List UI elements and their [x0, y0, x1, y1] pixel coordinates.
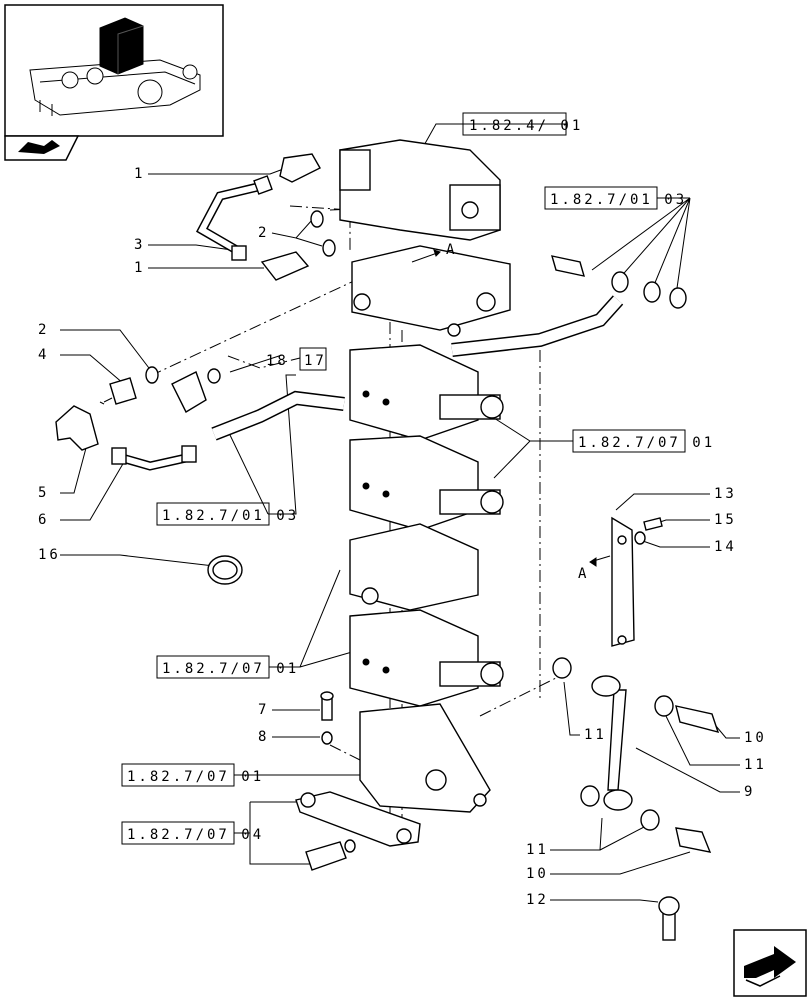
pipe-6[interactable]: [111, 445, 197, 471]
control-valve-section-1[interactable]: [349, 344, 504, 441]
control-valve-section-3[interactable]: [349, 609, 504, 707]
callout-10[interactable]: 10: [526, 866, 549, 882]
ref-label: 1.82.4/ 01: [469, 118, 583, 134]
tractor-hitch-thumbnail-icon: [29, 17, 201, 116]
screw-12[interactable]: [658, 896, 680, 941]
intermediate-plate[interactable]: [349, 523, 479, 611]
bolts-10[interactable]: [675, 705, 720, 853]
callout-14[interactable]: 14: [714, 539, 737, 555]
callout-18[interactable]: 18: [266, 353, 289, 369]
callout-15[interactable]: 15: [714, 512, 737, 528]
hose-clamp-16[interactable]: [207, 555, 243, 585]
control-valve-section-2[interactable]: [349, 435, 504, 531]
section-label: A: [446, 242, 457, 258]
elbow-fitting-1-top[interactable]: [253, 153, 321, 195]
valve-control-body[interactable]: [339, 139, 501, 241]
pipe-3[interactable]: [195, 181, 264, 256]
next-page-arrow-icon[interactable]: [733, 929, 807, 997]
ref-box-1-82-7-07-04[interactable]: 1.82.7/07 04: [121, 821, 264, 845]
callout-11[interactable]: 11: [584, 727, 607, 743]
callout-3[interactable]: 3: [134, 237, 145, 253]
ref-box-1-82-7-01-03-top[interactable]: 1.82.7/01 03: [544, 186, 687, 210]
adapter-4[interactable]: [103, 377, 137, 405]
callout-2[interactable]: 2: [38, 322, 49, 338]
callout-5[interactable]: 5: [38, 485, 49, 501]
washer-14[interactable]: [634, 531, 646, 545]
leader-lines: [60, 123, 740, 903]
callout-4[interactable]: 4: [38, 347, 49, 363]
section-label: A: [578, 566, 589, 582]
ref-box-1-82-7-01-03-left[interactable]: 1.82.7/01 03: [156, 502, 299, 526]
ref-label: 17: [304, 353, 327, 369]
callout-1[interactable]: 1: [134, 260, 145, 276]
callout-8[interactable]: 8: [258, 729, 269, 745]
callout-10[interactable]: 10: [744, 730, 767, 746]
callout-2[interactable]: 2: [258, 225, 269, 241]
elbow-fitting-5[interactable]: [55, 405, 99, 451]
fitting-and-seals-top-right[interactable]: [551, 255, 687, 309]
ref-label: 1.82.7/07 04: [127, 827, 264, 843]
section-mark-a-top: A: [411, 242, 457, 263]
lever-9[interactable]: [591, 675, 633, 811]
ref-label: 1.82.7/07 01: [578, 435, 715, 451]
ref-box-1-82-4-01[interactable]: 1.82.4/ 01: [462, 112, 583, 136]
end-cover[interactable]: [359, 703, 491, 813]
callout-numbers: 1 3 1 2 2 4 18 5 6 16 7 8 13 15 14 11 10…: [38, 166, 767, 908]
callout-6[interactable]: 6: [38, 512, 49, 528]
ref-label: 1.82.7/01 03: [550, 192, 687, 208]
callout-7[interactable]: 7: [258, 702, 269, 718]
callout-11[interactable]: 11: [744, 757, 767, 773]
bracket-bolt[interactable]: [305, 839, 356, 871]
seal-2-top[interactable]: [310, 210, 336, 257]
washers-11[interactable]: [552, 657, 674, 831]
screw-7[interactable]: [320, 691, 334, 721]
bracket-13[interactable]: [611, 516, 635, 647]
ref-label: 1.82.7/07 01: [162, 661, 299, 677]
callout-9[interactable]: 9: [744, 784, 755, 800]
callout-1[interactable]: 1: [134, 166, 145, 182]
elbow-fitting-1-bottom[interactable]: [231, 245, 310, 281]
callout-13[interactable]: 13: [714, 486, 737, 502]
thumbnail-frame[interactable]: [4, 4, 224, 137]
ref-box-1-82-7-07-01-right[interactable]: 1.82.7/07 01: [572, 429, 715, 453]
mounting-bracket[interactable]: [295, 791, 421, 847]
section-mark-a-bracket: A: [578, 555, 611, 582]
fitting-18[interactable]: [171, 368, 221, 413]
valve-cover-plate[interactable]: [351, 245, 511, 337]
book-icon[interactable]: [4, 135, 80, 161]
callout-16[interactable]: 16: [38, 547, 61, 563]
ref-label: 1.82.7/07 01: [127, 769, 264, 785]
hose-left[interactable]: [211, 390, 345, 441]
callout-12[interactable]: 12: [526, 892, 549, 908]
callout-11[interactable]: 11: [526, 842, 549, 858]
ref-box-1-82-7-07-01-left-low[interactable]: 1.82.7/07 01: [121, 763, 264, 787]
hose-top-right[interactable]: [451, 295, 624, 357]
seal-2-left[interactable]: [145, 366, 159, 384]
ref-box-17[interactable]: 17: [299, 347, 327, 371]
washer-8[interactable]: [321, 731, 333, 745]
screw-15[interactable]: [643, 517, 663, 531]
ref-label: 1.82.7/01 03: [162, 508, 299, 524]
